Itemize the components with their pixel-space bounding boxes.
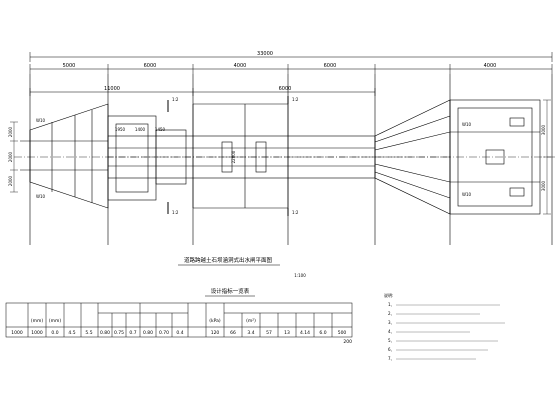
second-dimension-2: 6000: [279, 86, 292, 92]
note-2: 2、: [388, 311, 395, 316]
note-1: 1、: [388, 302, 395, 307]
section-mark-2: 1:2: [172, 210, 179, 215]
top-dimension-5: 4000: [484, 63, 497, 69]
table-cell-14: 3.4: [247, 330, 254, 336]
overall-dimension: 33000: [257, 51, 273, 57]
section-mark-4: 1:2: [292, 210, 299, 215]
plan-title: 道路跨越土石坝涵洞式出水闸平面图: [184, 256, 273, 264]
left-vertical-dim-3: 2000: [8, 175, 13, 186]
center-dimension: 22000: [231, 150, 236, 163]
second-dimension-1: 11000: [104, 86, 120, 92]
table-cell-12: 120: [211, 330, 220, 336]
table-cell-2: 1000: [31, 330, 43, 336]
small-label-4: W10: [462, 192, 472, 197]
width-dim-2: 1400: [135, 127, 146, 132]
top-dimension-2: 6000: [144, 63, 157, 69]
table-cell-9: 0.80: [143, 330, 153, 336]
header-unit-1: (mm): [31, 318, 44, 324]
section-mark-1: 1:2: [172, 97, 179, 102]
note-6: 6、: [388, 347, 395, 352]
header-unit-3: (kPa): [209, 318, 221, 324]
top-dimension-1: 5000: [63, 63, 76, 69]
table-cell-7: 0.75: [114, 330, 124, 336]
table-cell-5: 5.5: [85, 330, 92, 336]
table-cell-3: 0.0: [51, 330, 58, 336]
left-vertical-dimensions: [10, 121, 18, 193]
table-cell-4: 4.5: [68, 330, 75, 336]
table-cell-10: 0.70: [159, 330, 169, 336]
small-label-3: W10: [462, 122, 472, 127]
table-cell-1: 1000: [11, 330, 23, 336]
table-cell-19: 500: [338, 330, 347, 336]
table-cell-13: 66: [230, 330, 236, 336]
small-label-1: W10: [36, 118, 46, 123]
note-7: 7、: [388, 356, 395, 361]
width-dim-3: 1450: [155, 127, 166, 132]
table-title: 设计指标一览表: [211, 287, 250, 295]
header-unit-4: (m²): [246, 318, 256, 324]
section-mark-3: 1:2: [292, 97, 299, 102]
header-unit-2: (mm): [49, 318, 62, 324]
top-dimension-4: 6000: [324, 63, 337, 69]
table-cell-17: 4.14: [300, 330, 310, 336]
plan-view: [14, 74, 556, 245]
small-label-2: W10: [36, 194, 46, 199]
table-cell-18: 6.0: [319, 330, 326, 336]
top-dimension-3: 4000: [234, 63, 247, 69]
width-dim-1: 1950: [115, 127, 126, 132]
right-vertical-dim-1: 3000: [541, 124, 546, 135]
note-5: 5、: [388, 338, 395, 343]
note-4: 4、: [388, 329, 395, 334]
design-table: [5, 302, 353, 338]
right-vertical-dimensions: [543, 99, 551, 215]
notes-heading: 说明:: [384, 292, 393, 298]
table-cell-8: 0.7: [129, 330, 136, 336]
note-3: 3、: [388, 320, 395, 325]
table-cell-15: 57: [266, 330, 272, 336]
note-text-lines: [396, 304, 505, 360]
left-vertical-dim-2: 2000: [8, 151, 13, 162]
plan-scale: 1:100: [294, 273, 306, 278]
left-vertical-dim-1: 2000: [8, 126, 13, 137]
right-vertical-dim-2: 3000: [541, 180, 546, 191]
table-cell-16: 13: [284, 330, 290, 336]
table-cell-11: 0.4: [176, 330, 183, 336]
table-cell-6: 0.80: [100, 330, 110, 336]
table-cell-20: 200: [343, 339, 352, 345]
